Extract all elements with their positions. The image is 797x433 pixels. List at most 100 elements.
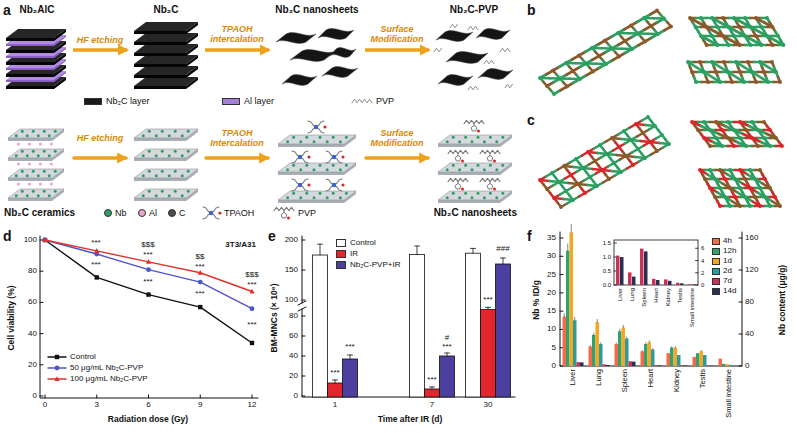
- data-bar: [577, 362, 581, 366]
- significance-mark: ***: [195, 262, 204, 271]
- illustration-part: [40, 396, 43, 397]
- axis-title: Cell viability (%): [7, 285, 17, 350]
- illustration-part: [146, 267, 151, 272]
- process-arrow: [205, 48, 269, 52]
- illustration-part: [313, 168, 316, 171]
- illustration-part: [545, 187, 549, 191]
- illustration-part: [468, 26, 478, 30]
- illustration-part: [155, 154, 158, 157]
- illustration-part: [17, 183, 20, 186]
- illustration-part: [688, 16, 692, 20]
- illustration-part: [738, 186, 742, 190]
- data-bar: [651, 350, 655, 366]
- illustration-part: [148, 395, 149, 398]
- illustration-part: [744, 144, 748, 148]
- illustration-part: [782, 43, 786, 47]
- illustration-part: [313, 196, 316, 199]
- illustration-part: [218, 211, 221, 214]
- panel-letter: d: [3, 228, 12, 244]
- data-bar: [670, 348, 674, 366]
- illustration-part: [322, 67, 358, 78]
- illustration-part: [26, 174, 29, 177]
- illustration-part: [750, 136, 754, 140]
- data-bar: [599, 344, 603, 366]
- illustration-part: [452, 164, 455, 167]
- illustration-part: [489, 136, 492, 139]
- illustration-part: [586, 150, 590, 154]
- axis-tick: 25: [547, 270, 556, 279]
- illustration-part: [471, 248, 476, 249]
- data-bar: [707, 365, 711, 366]
- line-chart: [40, 236, 258, 398]
- illustration-part: [706, 80, 710, 84]
- illustration-part: [714, 70, 718, 74]
- data-bar: [580, 362, 584, 366]
- significance-mark: ***: [345, 342, 354, 351]
- significance-mark: $$: [196, 252, 205, 261]
- illustration-part: [464, 192, 467, 195]
- illustration-part: [21, 170, 24, 173]
- illustration-part: [593, 333, 594, 335]
- illustration-part: [763, 177, 767, 181]
- illustration-part: [495, 168, 498, 171]
- illustration-part: [8, 158, 52, 161]
- illustration-part: [559, 205, 563, 209]
- illustration-part: [323, 125, 326, 128]
- illustration-part: [702, 120, 706, 124]
- significance-mark: $$$: [141, 240, 154, 249]
- illustration-part: [501, 136, 504, 139]
- illustration-part: [326, 140, 329, 143]
- illustration-part: [17, 143, 20, 146]
- illustration-part: [760, 43, 764, 47]
- axis-tick: 40: [28, 329, 37, 338]
- illustration-part: [756, 144, 760, 148]
- illustration-part: [332, 183, 336, 187]
- illustration-part: [446, 52, 488, 64]
- illustration-part: [483, 196, 486, 199]
- axis-tick: 200: [285, 235, 298, 244]
- axis-tick: 60: [28, 298, 37, 307]
- arrow-label: HF etching: [75, 35, 125, 45]
- illustration-part: [703, 177, 707, 181]
- illustration-part: [286, 140, 289, 143]
- significance-mark: ***: [195, 289, 204, 298]
- axis-tick: 40: [289, 351, 298, 360]
- illustration-part: [290, 50, 336, 62]
- illustration-part: [701, 350, 702, 352]
- legend-swatch: [104, 209, 112, 217]
- illustration-part: [452, 192, 455, 195]
- illustration-part: [648, 140, 652, 144]
- axis-tick: 0: [43, 400, 47, 409]
- illustration-part: [134, 75, 186, 78]
- data-bar: [655, 365, 659, 367]
- crystal-structure: [538, 9, 785, 96]
- axis-tick: 1: [333, 400, 337, 409]
- illustration-part: [40, 302, 43, 303]
- legend-text: TPAOH: [224, 208, 254, 218]
- illustration-part: [493, 188, 496, 191]
- legend-text: Control: [350, 238, 376, 247]
- illustration-part: [595, 184, 599, 188]
- illustration-part: [134, 86, 186, 89]
- data-bar: [616, 256, 620, 285]
- structure-label: Nb₂C nanosheets: [434, 207, 517, 219]
- illustration-part: [48, 154, 51, 157]
- data-bar: [425, 389, 440, 397]
- cell-line-label: 3T3/A31: [225, 240, 256, 249]
- process-arrow: [73, 48, 127, 52]
- illustration-part: [42, 237, 47, 242]
- illustration-part: [655, 9, 659, 13]
- legend-swatch: [712, 258, 720, 265]
- illustration-part: [48, 194, 51, 197]
- illustration-part: [483, 140, 486, 143]
- illustration-part: [302, 309, 515, 397]
- illustration-part: [753, 195, 757, 199]
- data-bar: [681, 365, 685, 367]
- illustration-part: [32, 150, 35, 153]
- illustration-part: [142, 134, 145, 137]
- illustration-part: [552, 92, 556, 96]
- illustration-part: [148, 130, 151, 133]
- illustration-part: [558, 77, 562, 81]
- illustration-part: [629, 138, 633, 142]
- illustration-part: [726, 120, 730, 124]
